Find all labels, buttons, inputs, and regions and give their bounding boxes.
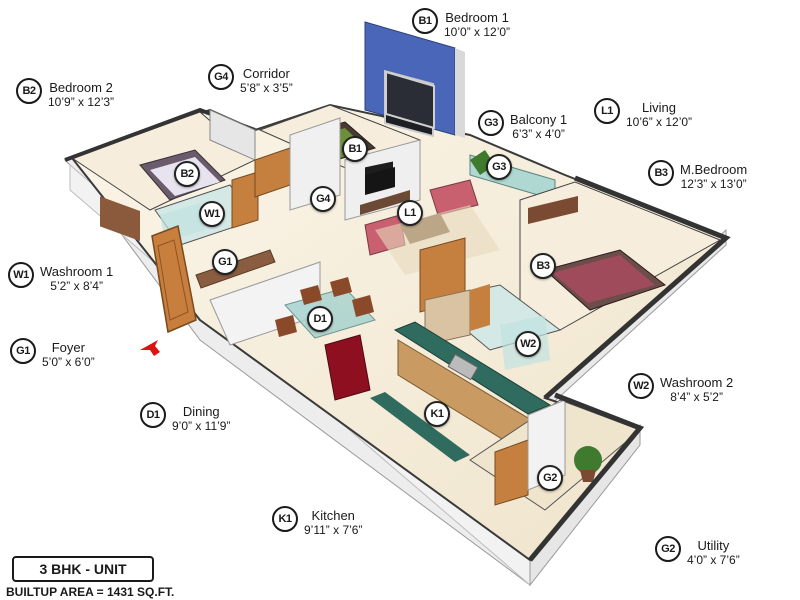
bedroom1-side-wall [455, 48, 465, 138]
legend-d1: D1 Dining 9’0” x 11’9” [140, 402, 230, 434]
legend-badge: G3 [478, 110, 504, 136]
legend-badge: L1 [594, 98, 620, 124]
kitchen-lower-counter [370, 392, 470, 462]
marker-w1: W1 [199, 201, 225, 227]
marker-l1: L1 [397, 200, 423, 226]
room-name: Bedroom 2 [49, 80, 113, 95]
foyer-door-panel [157, 239, 189, 321]
marker-g3: G3 [486, 154, 512, 180]
legend-b2: B2 Bedroom 2 10’9” x 12’3” [16, 78, 114, 110]
legend-badge: K1 [272, 506, 298, 532]
room-dimension: 6’3” x 4’0” [512, 127, 565, 141]
room-name: Living [642, 100, 676, 115]
legend-l1: L1 Living 10’6” x 12’0” [594, 98, 692, 130]
mbedroom-bedspread [552, 255, 655, 303]
marker-b2: B2 [174, 161, 200, 187]
door-washroom1 [231, 171, 259, 229]
room-name: M.Bedroom [680, 162, 748, 177]
legend-badge: G1 [10, 338, 36, 364]
utility-door [494, 439, 529, 506]
room-dimension: 5’0” x 6’0” [42, 355, 95, 369]
room-dimension: 9’11” x 7’6” [304, 523, 363, 537]
marker-b3: B3 [530, 253, 556, 279]
legend-badge: G2 [655, 536, 681, 562]
legend-badge: B3 [648, 160, 674, 186]
legend-g1: G1 Foyer 5’0” x 6’0” [10, 338, 95, 370]
marker-g2: G2 [537, 465, 563, 491]
kitchen-stove [447, 353, 479, 381]
room-name: Corridor [242, 66, 290, 81]
builtup-area-label: BUILTUP AREA = 1431 SQ.FT. [6, 585, 175, 599]
legend-w1: W1 Washroom 1 5’2” x 8’4” [8, 262, 113, 294]
room-name: Washroom 1 [40, 264, 114, 279]
legend-w2: W2 Washroom 2 8’4” x 5’2” [628, 373, 733, 405]
room-dimension: 9’0” x 11’9” [172, 419, 231, 433]
room-dimension: 8’4” x 5’2” [670, 390, 723, 404]
legend-k1: K1 Kitchen 9’11” x 7’6” [272, 506, 362, 538]
living-tv-unit [360, 190, 410, 215]
entry-arrow-icon [140, 340, 160, 356]
legend-badge: W1 [8, 262, 34, 288]
legend-badge: W2 [628, 373, 654, 399]
marker-d1: D1 [307, 306, 333, 332]
marker-g4: G4 [310, 186, 336, 212]
legend-b3: B3 M.Bedroom 12’3” x 13’0” [648, 160, 747, 192]
utility-outer-wall [528, 392, 645, 562]
room-dimension: 4’0” x 7’6” [687, 553, 740, 567]
mbedroom-outer-wall [543, 175, 731, 400]
dining-chair-1 [300, 285, 322, 305]
room-name: Dining [182, 404, 220, 419]
room-dimension: 10’6” x 12’0” [626, 115, 693, 129]
room-name: Foyer [51, 340, 85, 355]
bedroom1-window-panel [385, 70, 435, 130]
room-name: Utility [697, 538, 730, 553]
marker-b1: B1 [342, 136, 368, 162]
room-name: Balcony 1 [510, 112, 568, 127]
marker-k1: K1 [424, 401, 450, 427]
foyer-door [151, 224, 197, 334]
room-dimension: 5’2” x 8’4” [50, 279, 103, 293]
legend-b1: B1 Bedroom 1 10’0” x 12’0” [412, 8, 510, 40]
room-dimension: 10’9” x 12’3” [48, 95, 115, 109]
legend-badge: G4 [208, 64, 234, 90]
utility-plant [574, 446, 602, 474]
legend-g2: G2 Utility 4’0” x 7’6” [655, 536, 740, 568]
room-dimension: 10’0” x 12’0” [444, 25, 511, 39]
room-dimension: 12’3” x 13’0” [680, 177, 747, 191]
dining-chair-3 [275, 315, 297, 337]
legend-badge: B2 [16, 78, 42, 104]
legend-badge: D1 [140, 402, 166, 428]
door-washroom2 [470, 284, 490, 331]
room-name: Bedroom 1 [445, 10, 509, 25]
room-name: Washroom 2 [660, 375, 734, 390]
marker-g1: G1 [212, 249, 238, 275]
living-tv-screen [365, 167, 395, 195]
legend-g4: G4 Corridor 5’8” x 3’5” [208, 64, 293, 96]
legend-g3: G3 Balcony 1 6’3” x 4’0” [478, 110, 567, 142]
dining-chair-2 [330, 277, 352, 297]
mbedroom-desk [528, 196, 578, 224]
legend-badge: B1 [412, 8, 438, 34]
dining-fridge [324, 334, 371, 401]
dining-chair-4 [352, 295, 374, 317]
marker-w2: W2 [515, 331, 541, 357]
room-name: Kitchen [311, 508, 355, 523]
wardrobe-bedroom2 [100, 196, 140, 241]
unit-type-label: 3 BHK - UNIT [12, 556, 154, 582]
utility-pot [580, 470, 596, 482]
room-dimension: 5’8” x 3’5” [240, 81, 293, 95]
